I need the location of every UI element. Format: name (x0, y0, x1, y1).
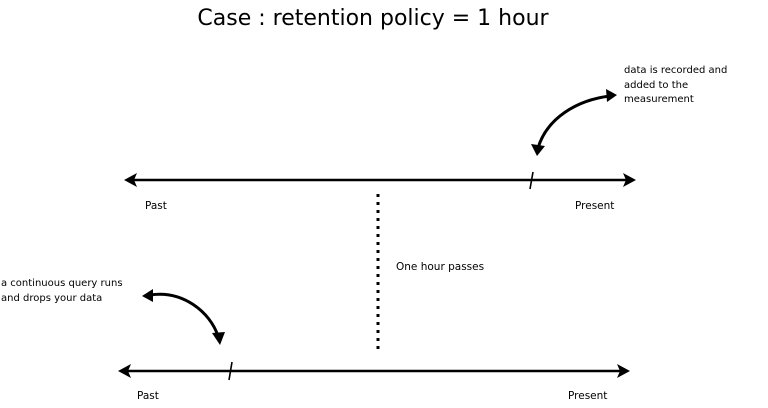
bottom-timeline (118, 361, 630, 381)
bottom-note-line: and drops your data (1, 293, 102, 304)
bottom-timeline-tick (228, 361, 233, 381)
one-hour-passes-label: One hour passes (396, 261, 484, 273)
top-curved-arrow (531, 89, 617, 156)
top-curved-arrow-head-start (606, 89, 617, 102)
top-present-label: Present (575, 200, 614, 212)
top-timeline-left-arrowhead (124, 173, 137, 187)
bottom-curved-arrow (142, 289, 225, 345)
bottom-present-label: Present (568, 390, 607, 402)
top-note-line: data is recorded and (624, 65, 727, 76)
bottom-timeline-left-arrowhead (118, 364, 131, 378)
bottom-note-line: a continuous query runs (1, 278, 123, 289)
top-past-label: Past (145, 200, 167, 212)
top-note: data is recorded and added to the measur… (624, 65, 731, 105)
bottom-past-label: Past (137, 390, 159, 402)
bottom-note: a continuous query runs and drops your d… (1, 278, 126, 304)
bottom-curved-arrow-head-start (142, 289, 153, 302)
top-timeline-tick (529, 171, 534, 190)
bottom-timeline-right-arrowhead (617, 364, 630, 378)
top-curved-arrow-path (536, 94, 612, 150)
top-curved-arrow-head-end (531, 144, 545, 156)
top-timeline (124, 171, 636, 190)
bottom-curved-arrow-path (148, 292, 220, 338)
top-timeline-right-arrowhead (623, 173, 636, 187)
bottom-curved-arrow-head-end (212, 332, 225, 345)
top-note-line: added to the (624, 80, 688, 91)
top-note-line: measurement (624, 94, 694, 105)
diagram-title: Case : retention policy = 1 hour (197, 6, 549, 31)
